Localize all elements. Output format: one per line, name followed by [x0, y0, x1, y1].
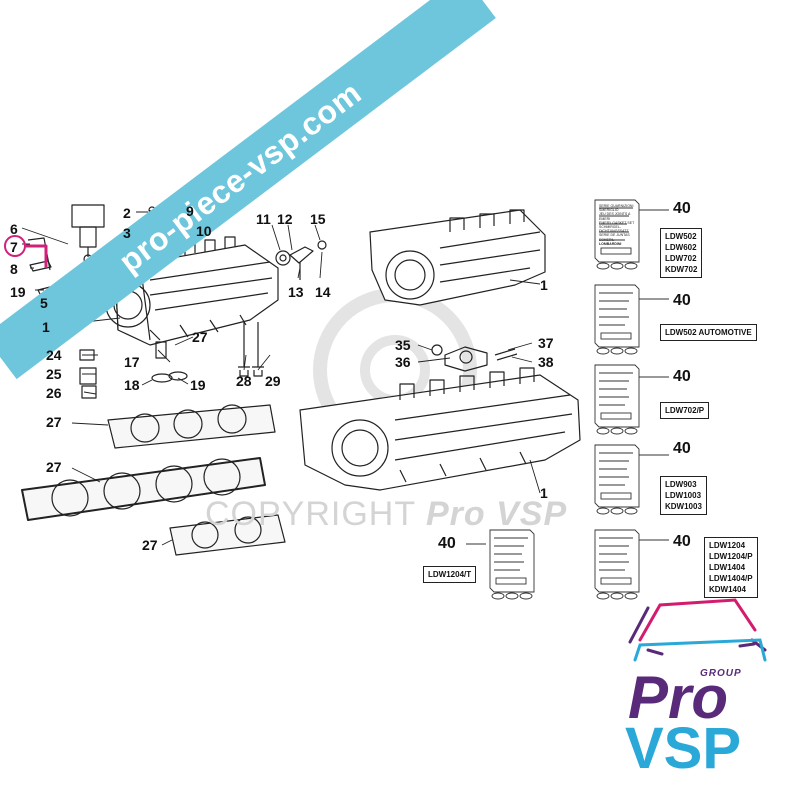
engine-model: LDW502	[665, 232, 697, 241]
callout-14: 14	[315, 284, 331, 300]
callout-17: 17	[124, 354, 140, 370]
callout-24: 25	[46, 366, 62, 382]
copyright-brand: Pro VSP	[425, 495, 568, 533]
engine-list-kit-1: LDW502 LDW602 LDW702 KDW702	[660, 228, 703, 278]
cylinder-head-large	[299, 367, 581, 491]
callout-1-small: 1	[42, 319, 50, 335]
callout-26-a: 27	[46, 414, 62, 430]
engine-list-kit-5: LDW1204 LDW1204/P LDW1404 LDW1404/P KDW1…	[704, 537, 758, 598]
engine-list-kit-2: LDW502 AUTOMOTIVE	[660, 324, 757, 341]
kit-number-2: 40	[673, 292, 691, 309]
kit-number-5: 40	[673, 533, 691, 550]
engine-model: LDW1204/P	[709, 552, 753, 561]
callout-28: 28	[236, 373, 252, 389]
callout-26-b: 27	[46, 459, 62, 475]
engine-model: LDW602	[665, 243, 697, 252]
engine-model: LDW502 AUTOMOTIVE	[665, 328, 752, 337]
engine-model: KDW1003	[665, 502, 702, 511]
callout-25: 26	[46, 385, 62, 401]
copyright-watermark: COPYRIGHT Pro VSP	[205, 495, 567, 534]
callout-3: 3	[123, 225, 131, 241]
callout-37: 37	[538, 335, 554, 351]
callout-13: 13	[288, 284, 304, 300]
callout-29: 29	[265, 373, 281, 389]
callout-38: 38	[538, 354, 554, 370]
gasket-kit-cards	[466, 199, 669, 600]
kit-card-brand: LOMBARDINI	[599, 241, 622, 246]
head-gasket-two-cylinder	[169, 514, 286, 556]
callout-35: 35	[395, 337, 411, 353]
kit-number-4: 40	[673, 440, 691, 457]
head-gasket-four-cylinder	[21, 457, 266, 521]
callout-9: 9	[186, 203, 194, 219]
engine-model: LDW702/P	[665, 406, 705, 415]
kit-card-line: SCHMIRGEL-DICHTUNGSSATZ	[599, 225, 629, 234]
callout-18: 18	[124, 377, 140, 393]
kit-card-line: JEU DES JOINTS A EMERI	[599, 212, 631, 221]
kit-card-label: SERIE GUARNIZIONI SMERIGLIO JEU DES JOIN…	[599, 204, 637, 246]
engine-list-kit-6: LDW1204/T	[423, 566, 477, 583]
copyright-text: COPYRIGHT	[205, 495, 416, 533]
kit-card-line: SERIE GUARNIZIONI SMERIGLIO	[599, 204, 634, 213]
callout-27: 27	[192, 329, 208, 345]
engine-model: LDW1204	[709, 541, 746, 550]
cylinder-head-medium	[369, 209, 546, 306]
callout-26-c: 27	[142, 537, 158, 553]
callout-1-medium: 1	[540, 277, 548, 293]
callout-1-large: 1	[540, 485, 548, 501]
callout-2: 2	[123, 205, 131, 221]
callout-15: 15	[310, 211, 326, 227]
callout-20: 19	[10, 284, 26, 300]
callout-19: 19	[190, 377, 206, 393]
kit-card-line: SERIE DE JUNTAS ESMERIL	[599, 233, 630, 242]
logo-vsp-text: VSP	[625, 716, 742, 781]
head-gasket-three-cylinder	[107, 404, 276, 449]
kit-card-line: EMERY GASKET SET	[599, 220, 635, 225]
callout-12: 12	[277, 211, 293, 227]
engine-model: LDW1404/P	[709, 574, 753, 583]
kit-number-3: 40	[673, 368, 691, 385]
logo-car-outline	[628, 598, 767, 662]
engine-model: LDW702	[665, 254, 697, 263]
engine-model: LDW1404	[709, 563, 746, 572]
logo-pro-text: Pro	[628, 664, 729, 731]
callout-6: 6	[10, 221, 18, 237]
callout-23: 24	[46, 347, 62, 363]
callout-10: 10	[196, 223, 212, 239]
engine-model: LDW903	[665, 480, 697, 489]
engine-model: KDW1404	[709, 585, 746, 594]
engine-model: KDW702	[665, 265, 698, 274]
callout-36: 36	[395, 354, 411, 370]
engine-model: LDW1204/T	[428, 570, 472, 579]
logo-group-text: GROUP	[700, 668, 742, 679]
kit-number-6: 40	[438, 535, 456, 552]
callout-5: 5	[40, 295, 48, 311]
engine-list-kit-3: LDW702/P	[660, 402, 710, 419]
kit-number-1: 40	[673, 200, 691, 217]
callout-11: 11	[256, 211, 271, 227]
callout-7: 7	[10, 239, 18, 255]
engine-list-kit-4: LDW903 LDW1003 KDW1003	[660, 476, 707, 515]
callout-8: 8	[10, 261, 18, 277]
engine-model: LDW1003	[665, 491, 702, 500]
